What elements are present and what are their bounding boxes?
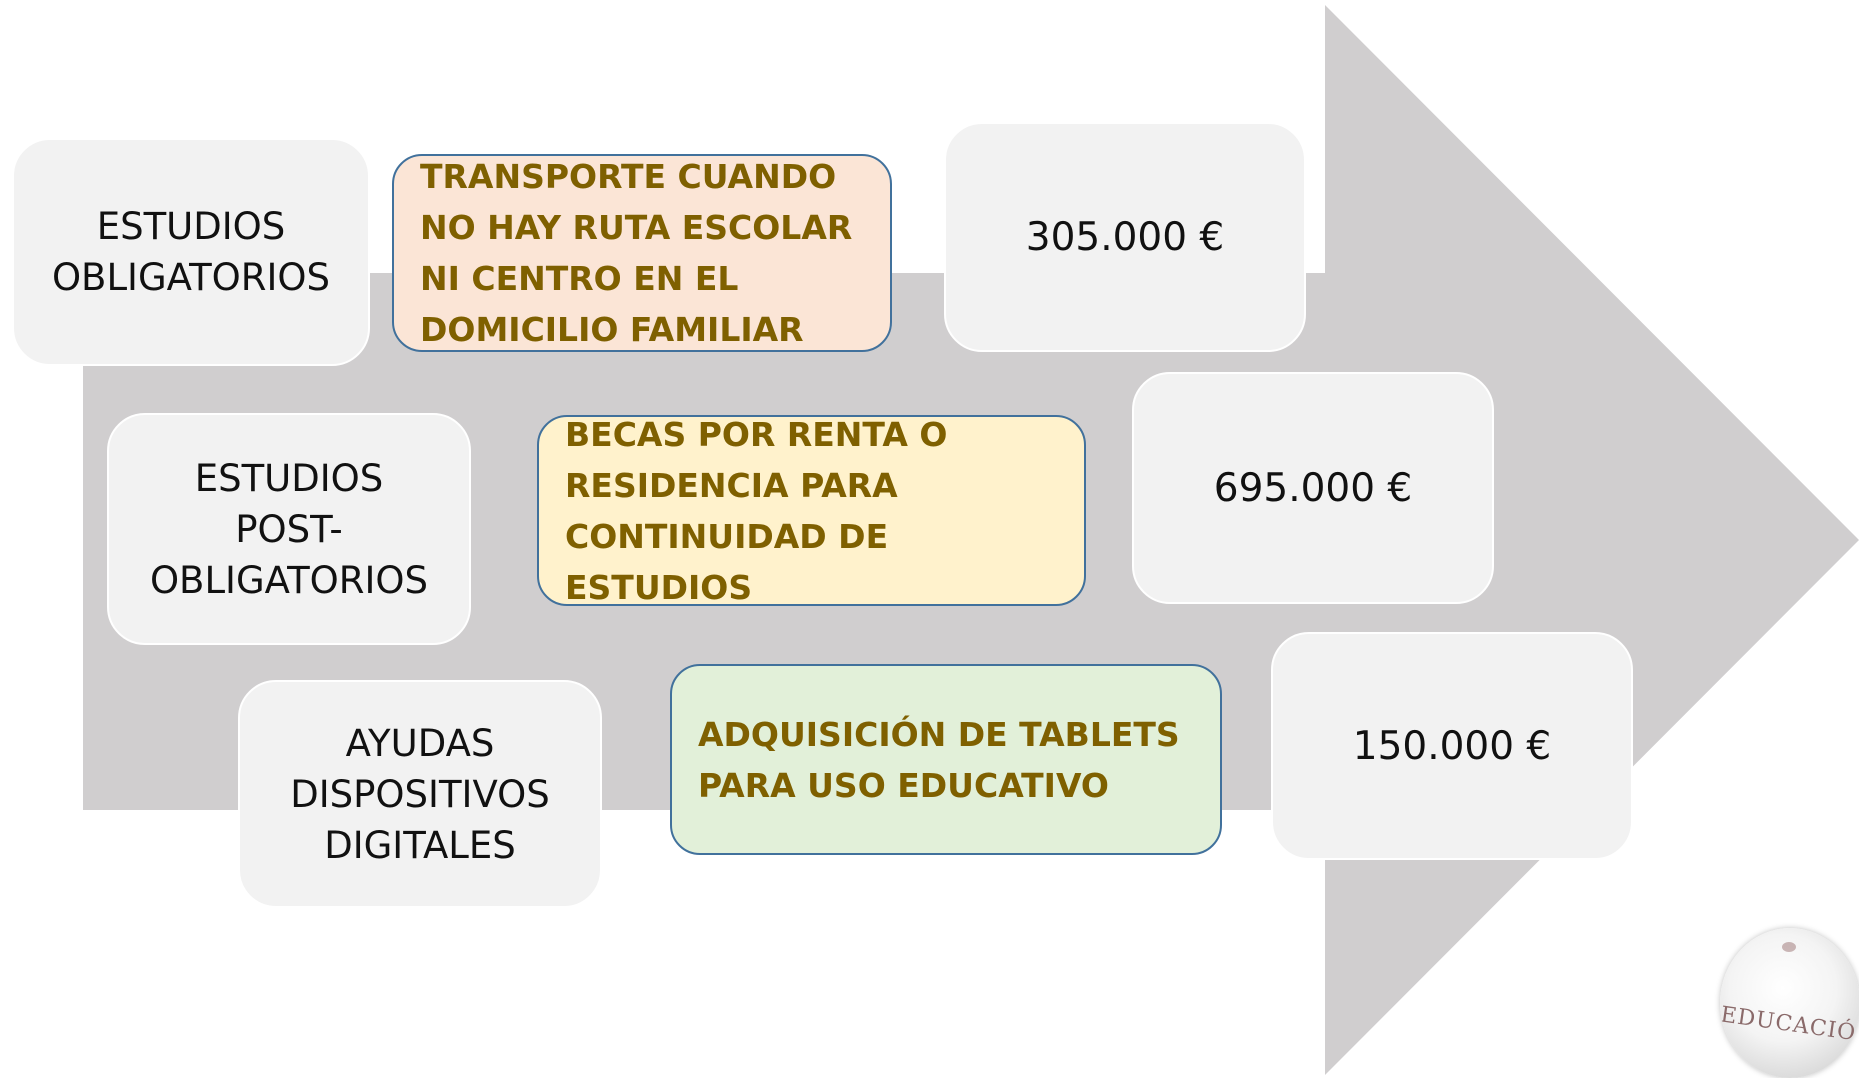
description-box-tablets: ADQUISICIÓN DE TABLETS PARA USO EDUCATIV… — [670, 664, 1222, 855]
amount-box-transport: 305.000 € — [944, 122, 1306, 352]
amount-box-scholarships: 695.000 € — [1132, 372, 1494, 604]
description-box-scholarships: BECAS POR RENTA O RESIDENCIA PARA CONTIN… — [537, 415, 1086, 607]
education-seal-icon: EDUCACIÓN — [1720, 928, 1859, 1078]
category-box-compulsory-studies: ESTUDIOS OBLIGATORIOS — [12, 138, 370, 366]
category-box-digital-devices: AYUDAS DISPOSITIVOS DIGITALES — [238, 680, 602, 908]
seal-detail — [1782, 942, 1796, 952]
seal-text: EDUCACIÓN — [1720, 1002, 1859, 1049]
amount-box-tablets: 150.000 € — [1271, 632, 1633, 860]
category-box-post-compulsory-studies: ESTUDIOS POST- OBLIGATORIOS — [107, 413, 471, 645]
description-box-transport: TRANSPORTE CUANDO NO HAY RUTA ESCOLAR NI… — [392, 154, 892, 352]
